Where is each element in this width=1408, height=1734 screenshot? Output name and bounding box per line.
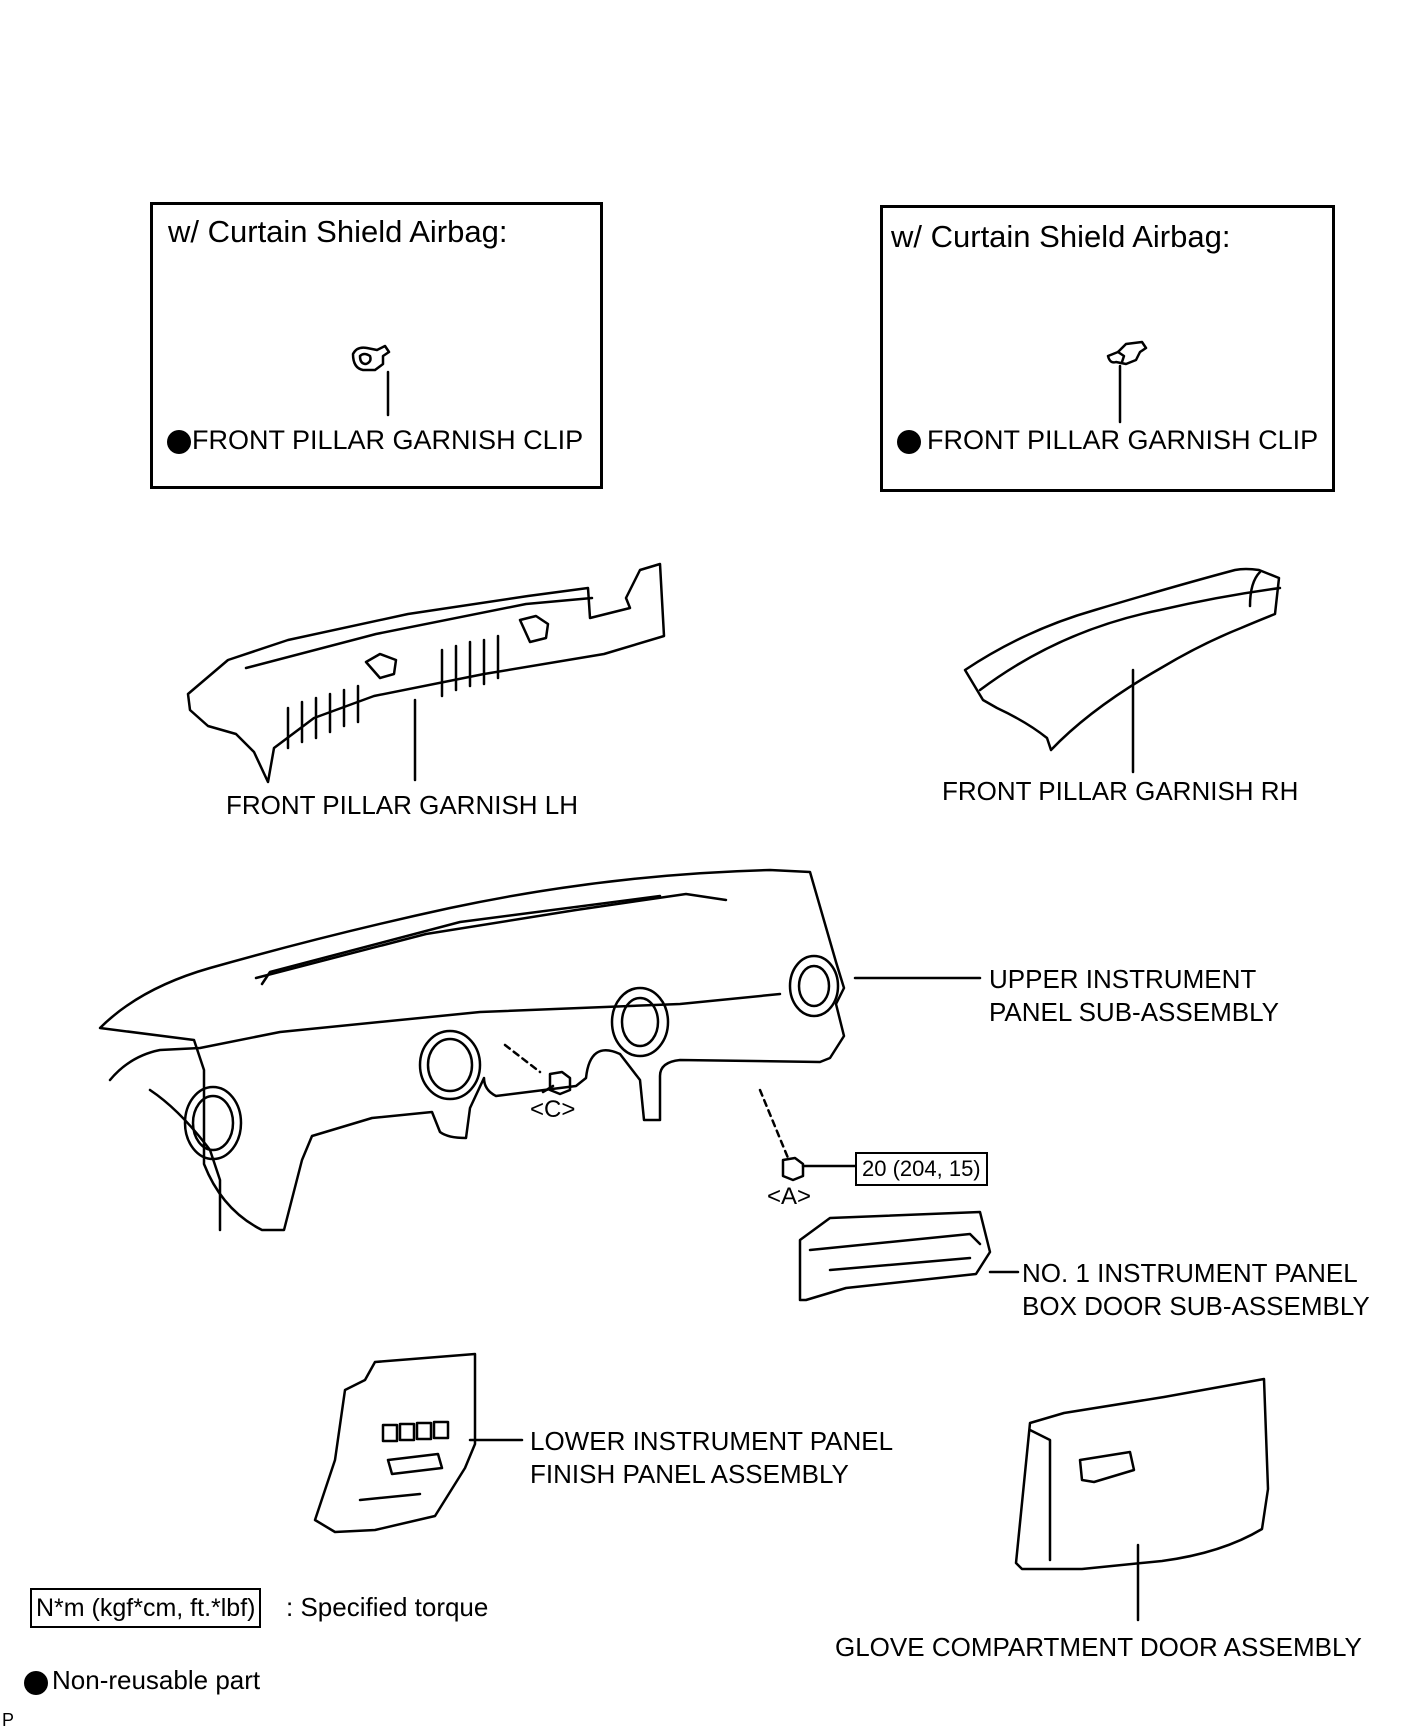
- curtain-shield-box-right: [880, 205, 1335, 492]
- clip-part-right: [1106, 340, 1148, 424]
- curtain-shield-box-left: [150, 202, 603, 489]
- garnish-rh-part: [963, 567, 1282, 774]
- nonreusable-bullet-icon: [167, 430, 191, 454]
- lower-panel-part: [313, 1352, 524, 1534]
- box-door-part: [798, 1210, 1020, 1302]
- upper-panel-label-line2: PANEL SUB-ASSEMBLY: [989, 997, 1279, 1027]
- glove-door-part: [1014, 1377, 1270, 1622]
- box-door-label-line2: BOX DOOR SUB-ASSEMBLY: [1022, 1291, 1370, 1321]
- legend-torque-unit-box: N*m (kgf*cm, ft.*lbf): [30, 1588, 262, 1628]
- legend-nonreusable-icon: [24, 1671, 48, 1695]
- bolt-c-label: <C>: [530, 1096, 576, 1123]
- garnish-lh-label: FRONT PILLAR GARNISH LH: [226, 790, 579, 820]
- box-left-header: w/ Curtain Shield Airbag:: [168, 214, 508, 249]
- garnish-lh-part: [186, 562, 666, 784]
- box-right-clip-label: FRONT PILLAR GARNISH CLIP: [927, 425, 1319, 455]
- box-door-label-line1: NO. 1 INSTRUMENT PANEL: [1022, 1258, 1358, 1288]
- lower-panel-label-line1: LOWER INSTRUMENT PANEL: [530, 1426, 894, 1456]
- box-right-header: w/ Curtain Shield Airbag:: [891, 219, 1231, 254]
- box-left-clip-label: FRONT PILLAR GARNISH CLIP: [192, 425, 584, 455]
- corner-mark: P: [2, 1710, 15, 1730]
- nonreusable-bullet-icon: [897, 430, 921, 454]
- clip-part-left: [351, 344, 391, 417]
- glove-door-label: GLOVE COMPARTMENT DOOR ASSEMBLY: [835, 1632, 1362, 1662]
- upper-panel-label-line1: UPPER INSTRUMENT: [989, 964, 1257, 994]
- torque-value-box: 20 (204, 15): [855, 1152, 988, 1186]
- lower-panel-label-line2: FINISH PANEL ASSEMBLY: [530, 1459, 849, 1489]
- upper-panel-part: [98, 868, 982, 1232]
- legend-torque-desc: : Specified torque: [286, 1592, 489, 1622]
- legend-nonreusable-desc: Non-reusable part: [52, 1665, 261, 1695]
- bolt-a-label: <A>: [767, 1183, 812, 1210]
- garnish-rh-label: FRONT PILLAR GARNISH RH: [942, 776, 1299, 806]
